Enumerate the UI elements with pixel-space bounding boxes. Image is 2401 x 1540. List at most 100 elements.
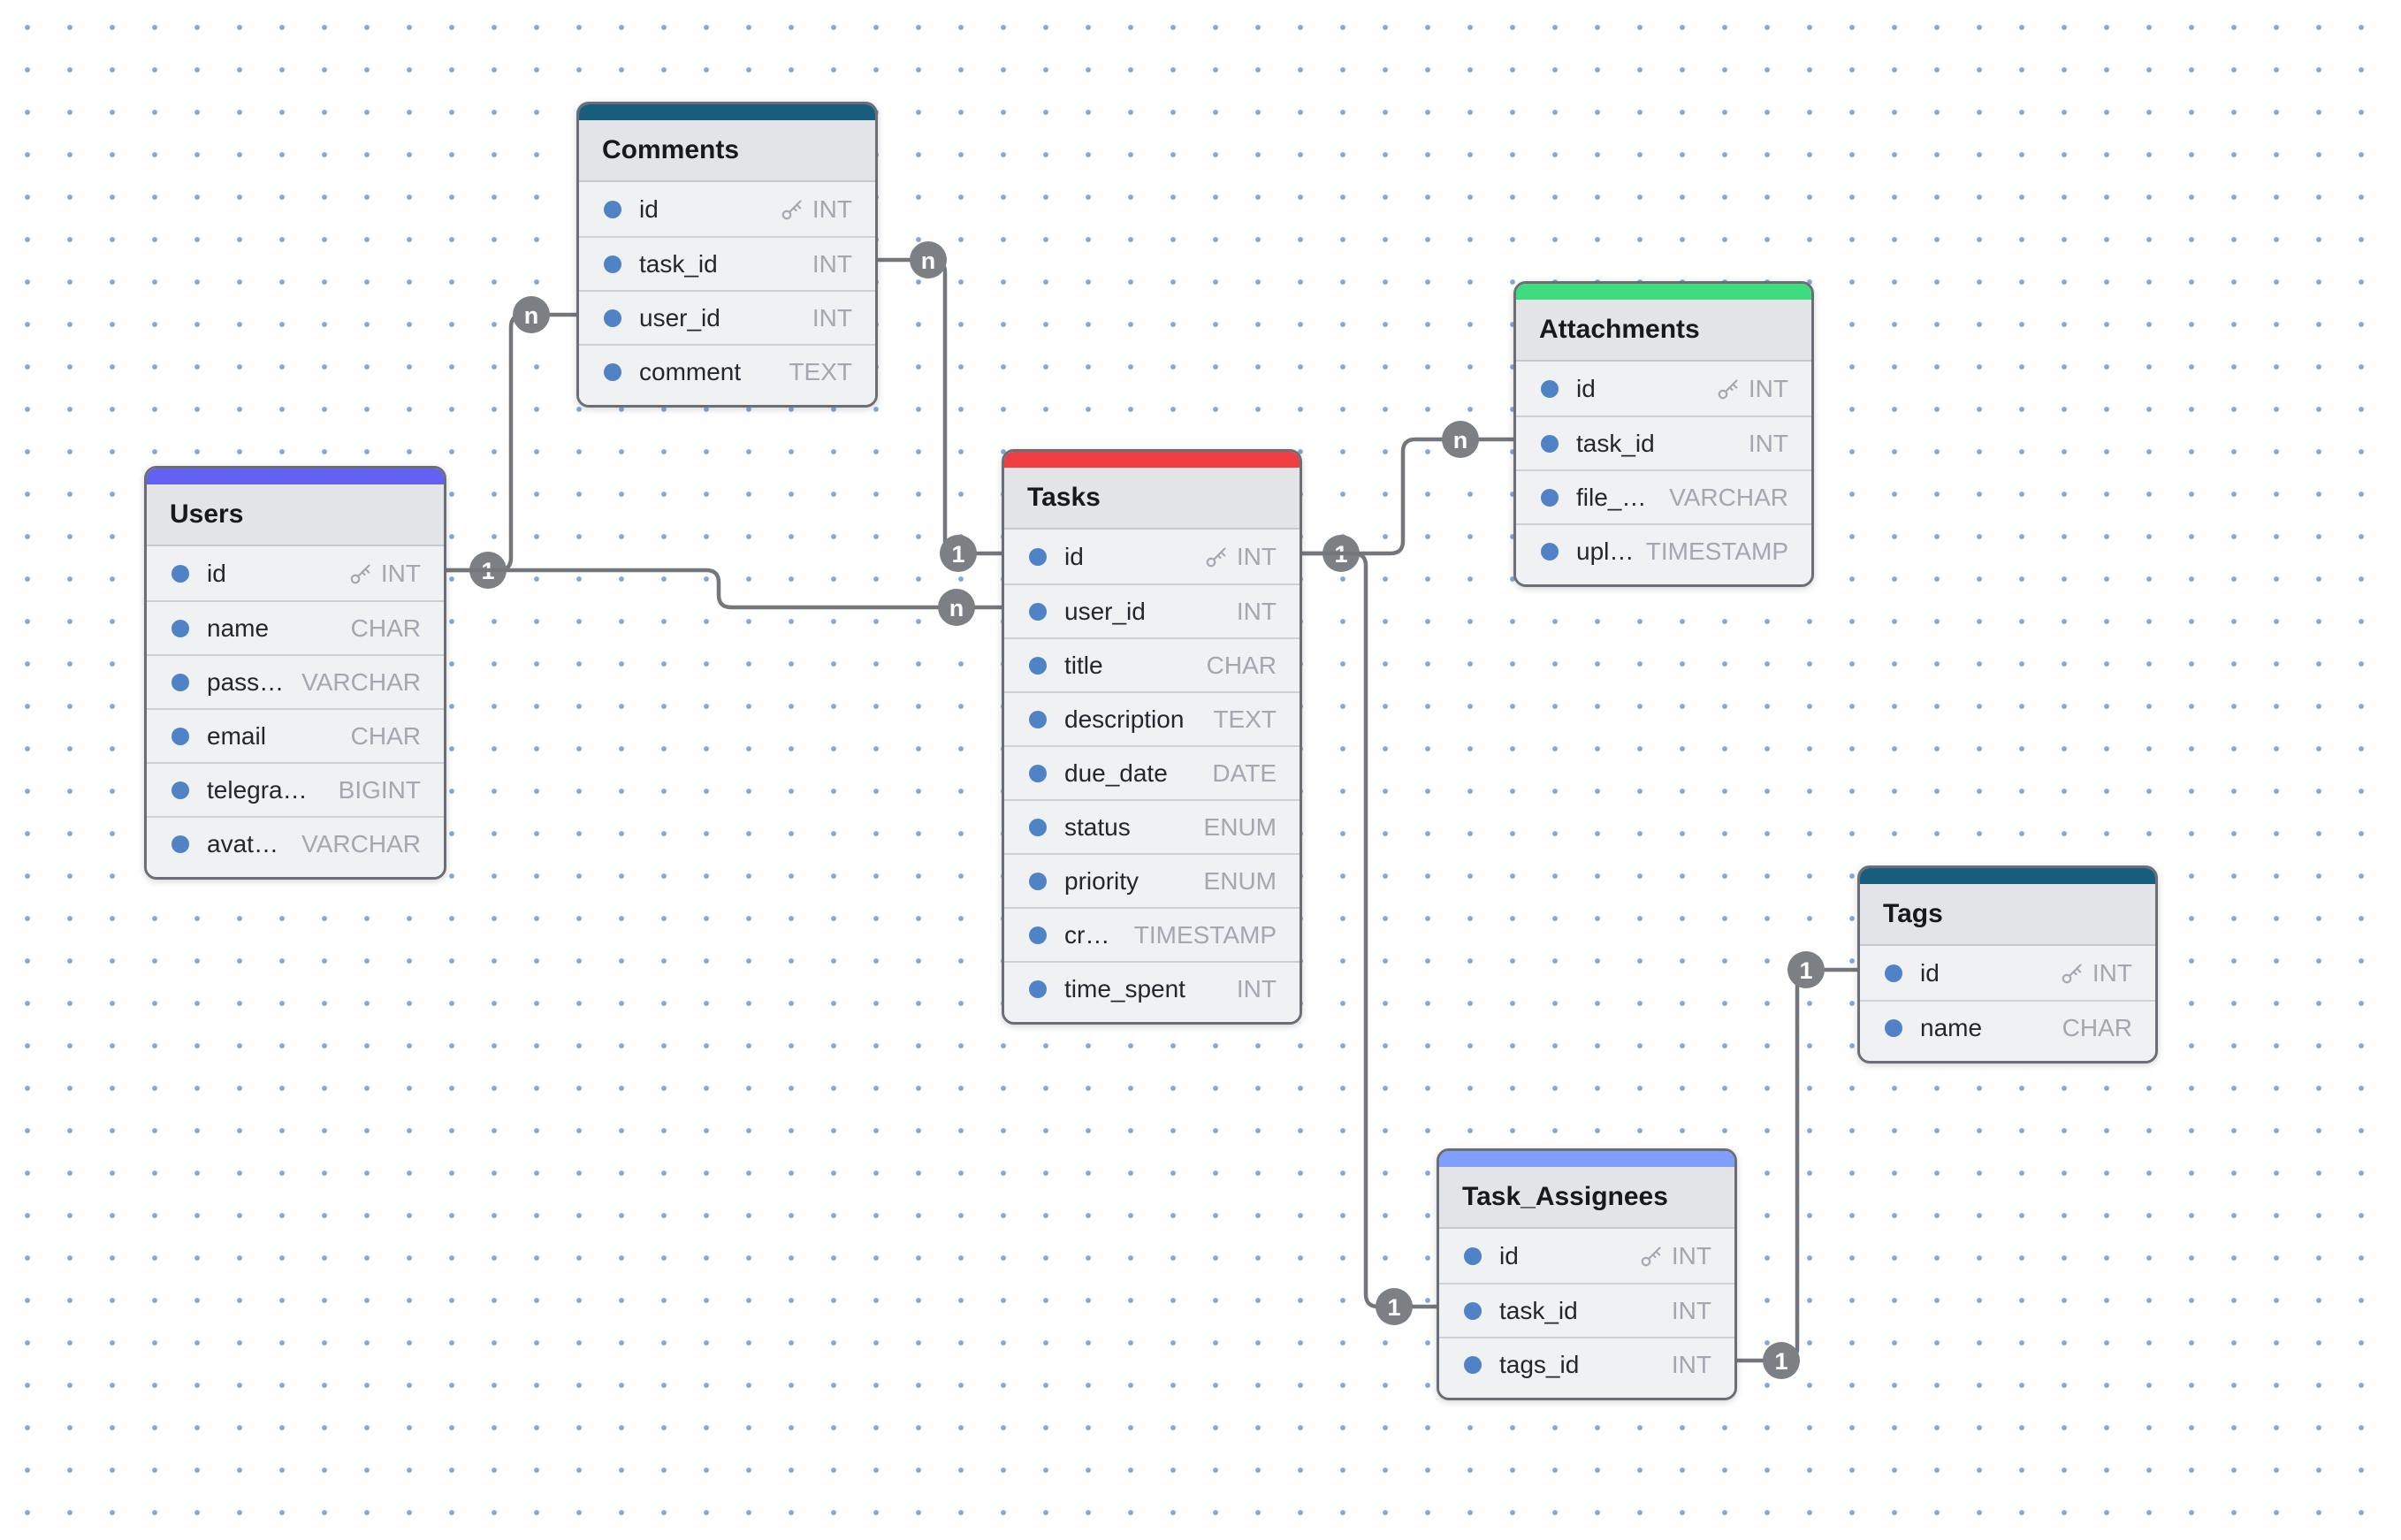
table-field-row[interactable]: id INT <box>1439 1229 1734 1283</box>
table-field-row[interactable]: telegram_id BIGINT <box>147 762 444 816</box>
table-field-row[interactable]: upload... TIMESTAMP <box>1516 523 1811 577</box>
field-bullet-icon <box>172 673 189 691</box>
field-bullet-icon <box>1029 980 1047 998</box>
field-bullet-icon <box>1541 542 1559 560</box>
field-bullet-icon <box>1464 1246 1482 1265</box>
cardinality-circle <box>910 241 947 278</box>
table-attachments[interactable]: Attachments id INT task_id <box>1513 281 1814 587</box>
relationship-edge-users_id-comments_user_id[interactable] <box>444 312 579 573</box>
table-field-row[interactable]: task_id INT <box>1439 1283 1734 1337</box>
field-bullet-icon <box>604 309 621 327</box>
table-field-row[interactable]: description TEXT <box>1004 691 1300 745</box>
table-field-row[interactable]: user_id INT <box>1004 583 1300 637</box>
field-type: CHAR <box>2062 1013 2132 1041</box>
table-title: Task_Assignees <box>1439 1167 1734 1229</box>
field-name: id <box>639 194 659 223</box>
relationship-edge-tasks_id-task_assignees_task_id[interactable] <box>1300 551 1439 1309</box>
table-title: Tasks <box>1004 468 1300 530</box>
table-task_assignees[interactable]: Task_Assignees id INT task_id <box>1437 1148 1737 1400</box>
field-bullet-icon <box>172 564 189 583</box>
table-field-row[interactable]: id INT <box>1004 530 1300 583</box>
field-name: id <box>1064 542 1084 570</box>
primary-key-icon <box>347 560 374 587</box>
field-bullet-icon <box>1029 602 1047 621</box>
cardinality-marker: 1 <box>1763 1342 1800 1379</box>
table-field-row[interactable]: file_path VARCHAR <box>1516 469 1811 523</box>
table-field-row[interactable]: avatar_pa... VARCHAR <box>147 816 444 870</box>
cardinality-circle <box>513 296 550 333</box>
table-field-row[interactable]: id INT <box>579 182 875 236</box>
field-type: DATE <box>1212 759 1277 787</box>
field-type: INT <box>1671 1350 1711 1378</box>
table-field-row[interactable]: user_id INT <box>579 290 875 344</box>
table-field-row[interactable]: created... TIMESTAMP <box>1004 907 1300 961</box>
cardinality-circle <box>1442 421 1479 458</box>
table-field-row[interactable]: due_date DATE <box>1004 745 1300 799</box>
field-type: INT <box>1236 974 1277 1003</box>
field-name: task_id <box>639 249 718 278</box>
table-field-row[interactable]: time_spent INT <box>1004 961 1300 1015</box>
table-field-row[interactable]: task_id INT <box>1516 415 1811 469</box>
cardinality-label: n <box>949 595 964 621</box>
field-type: INT <box>380 559 421 587</box>
table-color-bar <box>1439 1151 1734 1167</box>
relationship-edge-comments_task_id-tasks_id[interactable] <box>875 257 1004 556</box>
field-type: INT <box>812 303 852 332</box>
field-type: VARCHAR <box>301 667 421 696</box>
table-title: Attachments <box>1516 300 1811 362</box>
field-type: TIMESTAMP <box>1645 537 1788 565</box>
table-field-row[interactable]: id INT <box>1516 362 1811 415</box>
cardinality-marker: n <box>938 589 975 626</box>
field-type: INT <box>812 249 852 278</box>
field-bullet-icon <box>172 835 189 853</box>
table-users[interactable]: Users id INT name <box>144 466 446 880</box>
field-bullet-icon <box>604 255 621 273</box>
field-type: ENUM <box>1203 866 1277 895</box>
cardinality-label: n <box>524 302 539 329</box>
field-type: ENUM <box>1203 812 1277 841</box>
field-type: CHAR <box>350 614 421 642</box>
cardinality-marker: 1 <box>1376 1288 1413 1325</box>
cardinality-label: 1 <box>1387 1294 1400 1321</box>
table-tasks[interactable]: Tasks id INT user_id <box>1002 449 1302 1025</box>
table-field-row[interactable]: title CHAR <box>1004 637 1300 691</box>
table-field-row[interactable]: tags_id INT <box>1439 1337 1734 1391</box>
table-field-row[interactable]: email CHAR <box>147 708 444 762</box>
field-type: INT <box>1671 1296 1711 1324</box>
field-name: title <box>1064 651 1103 679</box>
field-bullet-icon <box>604 362 621 381</box>
field-bullet-icon <box>1885 964 1902 982</box>
table-field-row[interactable]: priority ENUM <box>1004 853 1300 907</box>
field-name: email <box>207 721 266 750</box>
table-color-bar <box>1004 452 1300 468</box>
table-field-row[interactable]: task_id INT <box>579 236 875 290</box>
relationship-edge-tags_id-task_assignees_tags_id[interactable] <box>1734 967 1860 1363</box>
table-field-row[interactable]: name CHAR <box>1860 1000 2155 1054</box>
field-name: id <box>1920 958 1940 987</box>
cardinality-circle <box>1376 1288 1413 1325</box>
table-field-row[interactable]: comment TEXT <box>579 344 875 398</box>
table-field-row[interactable]: password VARCHAR <box>147 654 444 708</box>
table-field-row[interactable]: status ENUM <box>1004 799 1300 853</box>
relationship-edge-tasks_id-attachments_task_id[interactable] <box>1300 437 1516 556</box>
field-bullet-icon <box>1029 872 1047 890</box>
primary-key-icon <box>1638 1243 1665 1269</box>
field-bullet-icon <box>172 619 189 637</box>
field-type: BIGINT <box>338 775 421 804</box>
cardinality-label: 1 <box>1799 957 1812 984</box>
cardinality-label: 1 <box>951 541 964 568</box>
field-name: password <box>207 667 291 696</box>
table-field-row[interactable]: id INT <box>1860 946 2155 1000</box>
table-rows: id INT task_id <box>1516 362 1811 584</box>
table-comments[interactable]: Comments id INT task_id <box>576 102 878 408</box>
table-field-row[interactable]: id INT <box>147 546 444 600</box>
primary-key-icon <box>1715 376 1742 402</box>
table-tags[interactable]: Tags id INT name <box>1857 865 2158 1064</box>
table-field-row[interactable]: name CHAR <box>147 600 444 654</box>
field-bullet-icon <box>1029 764 1047 782</box>
field-type: INT <box>1236 597 1277 625</box>
relationship-edge-users_id-tasks_user_id[interactable] <box>444 568 1004 610</box>
field-type: INT <box>812 194 852 223</box>
